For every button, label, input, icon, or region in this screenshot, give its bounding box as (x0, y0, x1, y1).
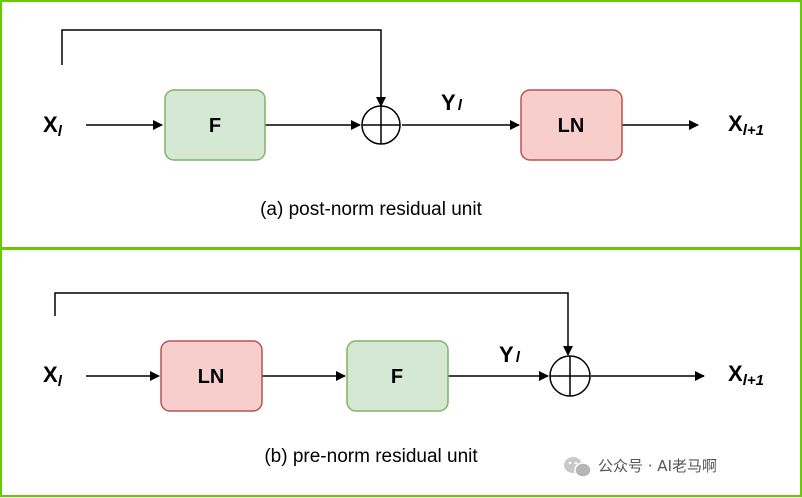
panel-a-f-label: F (209, 115, 221, 137)
panel-b-caption: (b) pre-norm residual unit (264, 446, 478, 467)
panel-a-input-label: Xl (43, 112, 63, 140)
wechat-icon (564, 457, 592, 478)
panel-b-f-label: F (391, 366, 403, 388)
panel-b-add-node (549, 355, 591, 397)
panel-b-input-label: Xl (43, 362, 63, 390)
panel-a-ln-label: LN (558, 115, 585, 137)
panel-b-ln-label: LN (198, 366, 225, 388)
panel-a-add-node (361, 105, 401, 145)
panel-b-f-box (346, 340, 449, 412)
watermark-text: 公众号 · AI老马啊 (598, 457, 717, 475)
panel-b-skip-connection (54, 292, 573, 356)
panel-b-output-label: Xl+1 (728, 361, 764, 389)
panel-a-ln-box (520, 89, 623, 161)
panel-a-output-label: Xl+1 (728, 111, 764, 139)
panel-a-skip-connection (61, 29, 386, 107)
watermark: 公众号 · AI老马啊 (564, 457, 717, 478)
panel-b-border (0, 248, 802, 497)
panel-a-f-box (164, 89, 266, 161)
panel-b-ln-box (160, 340, 263, 412)
panel-a-caption: (a) post-norm residual unit (260, 199, 482, 220)
